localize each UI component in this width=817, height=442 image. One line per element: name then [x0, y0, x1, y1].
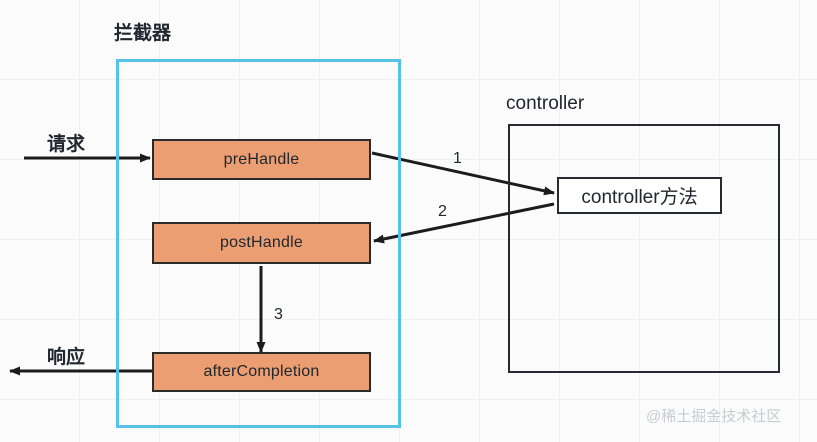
- node-after-completion-label: afterCompletion: [203, 363, 320, 380]
- node-after-completion[interactable]: afterCompletion: [152, 352, 371, 392]
- arrow-step-2: [373, 202, 555, 244]
- node-controller-method-label: controller方法: [581, 187, 698, 208]
- node-pre-handle-label: preHandle: [223, 150, 300, 168]
- step-number-3: 3: [274, 306, 283, 323]
- node-controller-method[interactable]: controller方法: [557, 177, 722, 214]
- step-number-2: 2: [438, 203, 447, 220]
- step-number-1: 1: [453, 150, 462, 167]
- arrow-step-1: [371, 151, 555, 196]
- node-post-handle[interactable]: postHandle: [152, 222, 371, 264]
- group-controller: [508, 124, 780, 373]
- group-interceptor-label: 拦截器: [114, 23, 172, 44]
- watermark: @稀土掘金技术社区: [646, 408, 782, 425]
- label-request: 请求: [47, 134, 86, 155]
- group-interceptor: [116, 59, 401, 428]
- label-response: 响应: [47, 347, 86, 368]
- node-pre-handle[interactable]: preHandle: [152, 139, 371, 180]
- node-post-handle-label: postHandle: [220, 234, 303, 251]
- group-controller-label: controller: [506, 93, 585, 114]
